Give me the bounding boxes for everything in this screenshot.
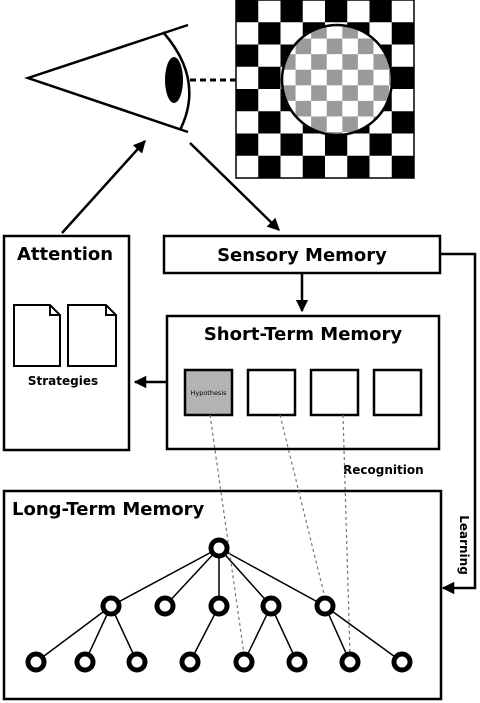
stm-slot (309, 368, 360, 417)
tree-node (154, 595, 176, 617)
tree-node (208, 595, 230, 617)
tree-node (74, 651, 96, 673)
recognition-links (209, 414, 351, 655)
tree-node (233, 651, 255, 673)
eye-icon (24, 23, 191, 134)
checkerboard-stimulus (235, 0, 415, 179)
long-term-memory-box (2, 489, 443, 701)
strategies-label: Strategies (28, 374, 98, 388)
learning-arrow (440, 252, 477, 595)
attention-title: Attention (17, 244, 113, 265)
short-term-memory-title: Short-Term Memory (204, 324, 403, 345)
hypothesis-slot (183, 368, 234, 417)
tree-node (339, 651, 361, 673)
stm-slot (372, 368, 423, 417)
attention-to-eye-arrow (61, 140, 146, 234)
memory-tree-nodes (25, 537, 413, 673)
long-term-memory-title: Long-Term Memory (12, 499, 204, 520)
recognition-label: Recognition (343, 463, 424, 477)
tree-node (260, 595, 282, 617)
document-icon (67, 304, 117, 367)
tree-node (391, 651, 413, 673)
hypothesis-label: Hypothesis (190, 389, 227, 397)
tree-node (208, 537, 230, 559)
document-icon (13, 304, 61, 367)
memory-tree-edges (35, 547, 403, 663)
tree-node (100, 595, 122, 617)
tree-node (314, 595, 336, 617)
tree-node (25, 651, 47, 673)
focus-lens (280, 23, 394, 137)
learning-label: Learning (457, 515, 471, 575)
tree-node (179, 651, 201, 673)
sensory-memory-title: Sensory Memory (217, 245, 387, 266)
sensory-memory-box (162, 234, 442, 275)
tree-node (126, 651, 148, 673)
stm-slot (246, 368, 297, 417)
tree-node (286, 651, 308, 673)
eye-to-sensory-arrow (189, 142, 280, 231)
